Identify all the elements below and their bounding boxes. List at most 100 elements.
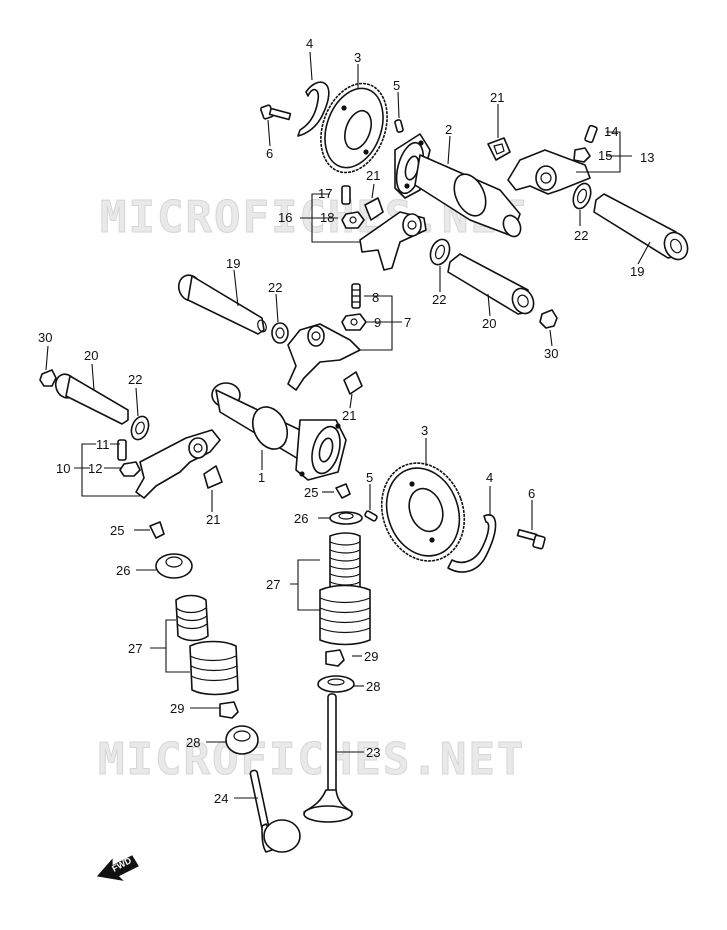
cam-sprocket-3-lower <box>380 462 466 562</box>
cam-sprocket-3-top <box>320 82 388 174</box>
cotter-25-middle <box>335 483 351 499</box>
adjust-screw-8 <box>351 283 361 309</box>
rocker-shaft-19-left <box>177 274 267 335</box>
callout-1: 1 <box>258 470 265 485</box>
callout-15: 15 <box>598 148 612 163</box>
bolt-6-lower <box>516 528 546 550</box>
callout-13: 13 <box>640 150 654 165</box>
callout-11: 11 <box>96 437 110 452</box>
adjust-screw-17 <box>341 185 351 205</box>
bolt-6-top <box>260 104 292 121</box>
callout-21-middle: 21 <box>342 408 356 423</box>
rocker-arm-13 <box>507 149 591 195</box>
callout-22-middle: 22 <box>268 280 282 295</box>
callout-21-top-center: 21 <box>366 168 380 183</box>
callout-14: 14 <box>604 124 618 139</box>
valve-spring-27-right <box>319 532 371 646</box>
rocker-arm-16 <box>359 211 427 271</box>
callout-5-top: 5 <box>393 78 400 93</box>
callout-22-top-right: 22 <box>574 228 588 243</box>
cap-30-top <box>539 309 558 329</box>
lock-nut-15 <box>573 147 591 163</box>
dowel-pin-5-top <box>394 119 404 133</box>
callout-6-lower: 6 <box>528 486 535 501</box>
camshaft-2 <box>394 133 522 238</box>
watermark-bottom: MICROFICHES.NET <box>98 734 525 785</box>
callout-numbers: 4 3 5 6 2 21 14 15 13 22 19 17 16 18 21 … <box>38 36 654 806</box>
callout-5-lower: 5 <box>366 470 373 485</box>
washer-22-middle <box>271 322 289 344</box>
valve-23 <box>303 693 353 823</box>
callout-4-top: 4 <box>306 36 313 51</box>
callout-22-left: 22 <box>128 372 142 387</box>
adjust-screw-11 <box>117 439 127 461</box>
callout-7: 7 <box>404 315 411 330</box>
callout-23: 23 <box>366 745 380 760</box>
rocker-shaft-20-left <box>54 373 129 425</box>
callout-20-left: 20 <box>84 348 98 363</box>
callout-6-top: 6 <box>266 146 273 161</box>
callout-21-lower-left: 21 <box>206 512 220 527</box>
callout-3-lower: 3 <box>421 423 428 438</box>
spring-retainer-26-left <box>155 553 193 579</box>
callout-18: 18 <box>320 210 334 225</box>
wave-washer-21-middle <box>343 371 363 395</box>
washer-22-top-center <box>429 238 451 266</box>
wave-washer-21-top-right <box>487 137 511 161</box>
callout-29-left: 29 <box>170 701 184 716</box>
callout-16: 16 <box>278 210 292 225</box>
rocker-arm-10 <box>135 429 221 499</box>
wave-washer-21-top-center <box>364 197 384 221</box>
callout-19-left: 19 <box>226 256 240 271</box>
leader-lines <box>45 51 651 799</box>
callout-28-left: 28 <box>186 735 200 750</box>
washer-22-top-right <box>572 182 592 210</box>
rocker-arm-7 <box>287 323 361 391</box>
circlip-4-lower <box>447 514 497 573</box>
callout-30-right: 30 <box>544 346 558 361</box>
spring-seat-28-right <box>317 675 355 693</box>
lock-nut-18 <box>341 211 365 229</box>
callout-20-top: 20 <box>482 316 496 331</box>
callout-27-right: 27 <box>266 577 280 592</box>
callout-21-top-right: 21 <box>490 90 504 105</box>
callout-4-lower: 4 <box>486 470 493 485</box>
callout-25-middle: 25 <box>304 485 318 500</box>
callout-8: 8 <box>372 290 379 305</box>
lock-nut-12 <box>119 461 141 477</box>
cap-30-left <box>39 369 57 387</box>
camshaft-1 <box>211 382 347 481</box>
callout-26-left: 26 <box>116 563 130 578</box>
valve-seal-29-left <box>219 701 239 719</box>
callout-28-right: 28 <box>366 679 380 694</box>
wave-washer-21-lower-left <box>203 465 223 489</box>
rocker-shaft-20-top <box>447 253 535 315</box>
valve-24 <box>249 769 301 853</box>
callout-24: 24 <box>214 791 228 806</box>
callout-25-left: 25 <box>110 523 124 538</box>
callout-2: 2 <box>445 122 452 137</box>
callout-17: 17 <box>318 186 332 201</box>
spring-seat-28-left <box>225 725 259 755</box>
callout-26-right: 26 <box>294 511 308 526</box>
spring-retainer-26-right <box>329 511 363 525</box>
cotter-25-left <box>149 521 165 539</box>
callout-27-left: 27 <box>128 641 142 656</box>
washer-22-left <box>130 415 150 441</box>
callout-29-right: 29 <box>364 649 378 664</box>
valve-spring-27-left <box>175 594 239 696</box>
callout-12: 12 <box>88 461 102 476</box>
valve-seal-29-right <box>325 649 345 667</box>
callout-22-top-center: 22 <box>432 292 446 307</box>
callout-19-right: 19 <box>630 264 644 279</box>
adjust-screw-14 <box>584 124 598 144</box>
forward-direction-arrow: FWD <box>96 855 139 881</box>
dowel-pin-5-lower <box>364 510 378 522</box>
lock-nut-9 <box>341 313 367 331</box>
rocker-shaft-19-top-right <box>593 193 689 261</box>
callout-10: 10 <box>56 461 70 476</box>
callout-3-top: 3 <box>354 50 361 65</box>
callout-9: 9 <box>374 315 381 330</box>
callout-30-left: 30 <box>38 330 52 345</box>
